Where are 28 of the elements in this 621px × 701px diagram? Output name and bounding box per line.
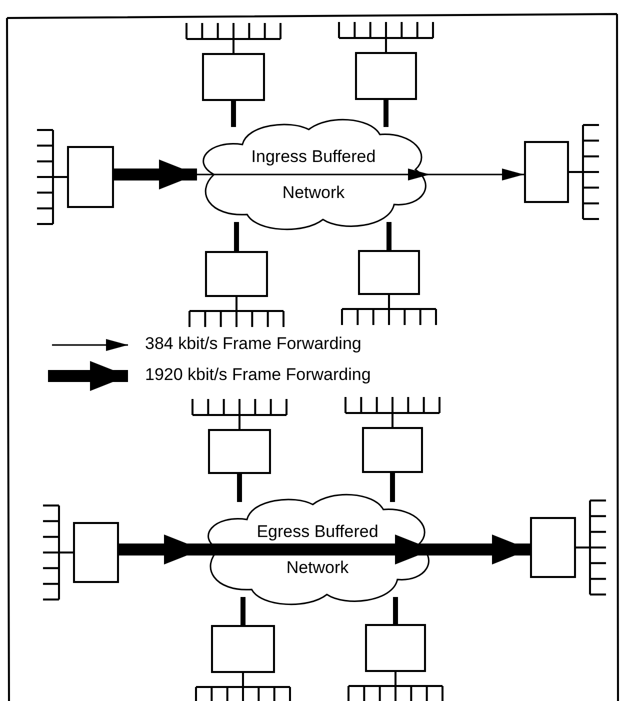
switch-box xyxy=(524,141,569,203)
link-bar xyxy=(393,597,398,624)
switch-box xyxy=(365,624,426,672)
switch-box xyxy=(73,522,119,583)
switch-box xyxy=(208,429,271,474)
link-bar xyxy=(240,597,246,625)
switch-box xyxy=(202,53,265,101)
link-bar xyxy=(390,473,395,502)
link-bar xyxy=(234,222,239,251)
arrow xyxy=(119,534,202,564)
switch-box xyxy=(355,52,417,100)
switch-box xyxy=(211,625,275,673)
arrow xyxy=(197,168,524,180)
switch-box xyxy=(530,517,576,578)
link-bar xyxy=(237,474,242,502)
link-bar xyxy=(384,100,388,127)
arrow xyxy=(114,160,197,190)
network-label: Egress Buffered Network xyxy=(256,520,380,578)
switch-box xyxy=(205,251,268,297)
network-label: Ingress Buffered Network xyxy=(250,146,377,204)
arrow xyxy=(202,534,530,564)
link-bar xyxy=(231,101,236,127)
switch-box xyxy=(67,146,114,208)
legend-label: 1920 kbit/s Frame Forwarding xyxy=(145,365,371,385)
switch-box xyxy=(362,427,423,473)
link-bar xyxy=(386,222,392,250)
switch-box xyxy=(358,250,420,295)
legend-label: 384 kbit/s Frame Forwarding xyxy=(145,334,362,354)
